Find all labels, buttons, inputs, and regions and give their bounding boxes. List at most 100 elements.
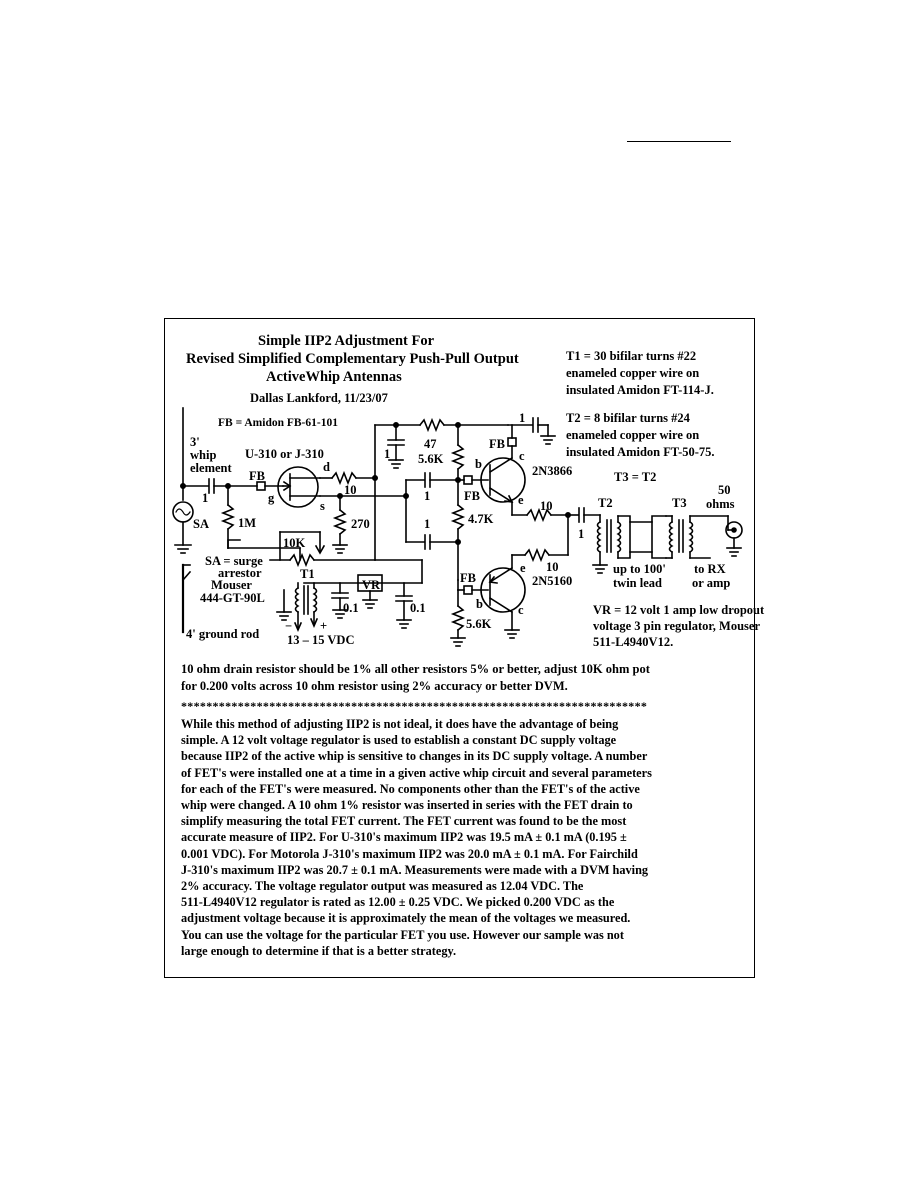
adjustment-note: 10 ohm drain resistor should be 1% all o… [181,661,741,695]
rx-label-1: to RX [694,562,726,576]
c-top-left-label: 1 [384,447,391,461]
note-line: 10 ohm drain resistor should be 1% all o… [181,662,650,676]
author-line: Dallas Lankford, 11/23/07 [250,391,388,405]
fb-spec: FB = Amidon FB-61-101 [218,417,338,429]
paragraph-line: J-310's maximum IIP2 was 20.7 ± 0.1 mA. … [181,862,649,877]
c-mid-top-label: 1 [424,489,431,503]
paragraph-line: large enough to determine if that is a b… [181,943,457,958]
t2-transformer [596,514,622,566]
rx-label-2: or amp [692,576,731,590]
fb-base-q2-label: FB [460,571,476,585]
title-line-3: ActiveWhip Antennas [266,369,402,385]
title-line-2: Revised Simplified Complementary Push-Pu… [186,351,519,367]
ground-rod-label: 4' ground rod [186,627,260,641]
source-label: s [320,499,325,513]
t1-spec-3: insulated Amidon FT-114-J. [566,383,714,397]
paragraph-line: While this method of adjusting IIP2 is n… [181,717,619,731]
q2-part-label: 2N5160 [532,574,573,588]
paragraph-line: You can use the voltage for the particul… [181,927,624,942]
paragraph-line: simple. A 12 volt voltage regulator is u… [181,733,617,748]
plus-sign: + [320,619,328,633]
vr-spec-2: voltage 3 pin regulator, Mouser [593,619,761,633]
r47-label: 47 [424,437,437,451]
paragraph-line: whip were changed. A 10 ohm 1% resistor … [181,798,633,813]
q1-transistor [480,457,526,503]
t3-transformer [665,515,729,559]
paragraph-line: because IIP2 of the active whip is sensi… [181,749,648,764]
t2-spec-2: enameled copper wire on [566,428,700,442]
sa-desc-3: Mouser [211,578,252,592]
ohms50-label-1: 50 [718,483,731,497]
vr-spec-1: VR = 12 volt 1 amp low dropout [593,603,765,617]
fb-gate-label: FB [249,469,265,483]
c-mid-bottom-label: 1 [424,517,431,531]
t1-spec-1: T1 = 30 bifilar turns #22 [566,349,697,363]
separator-stars: ****************************************… [181,699,648,713]
paragraph-line: 0.001 VDC). For Motorola J-310's maximum… [181,846,638,861]
paragraph-line: 2% accuracy. The voltage regulator outpu… [181,879,584,894]
t2-spec-3: insulated Amidon FT-50-75. [566,445,715,459]
whip-label-1: 3' [190,435,200,449]
c01-right-label: 0.1 [410,601,426,615]
drain-resistor-label: 10 [344,483,357,497]
t3-spec: T3 = T2 [614,470,657,484]
paragraph-line: for each of the FET's were measured. No … [181,781,640,796]
r10-q1-label: 10 [540,499,553,513]
r56k-top-label: 5.6K [418,452,444,466]
note-line: for 0.200 volts across 10 ohm resistor u… [181,679,568,693]
t1-label: T1 [300,567,315,581]
paragraph-line: simplify measuring the total FET current… [181,814,627,829]
q1-part-label: 2N3866 [532,464,573,478]
c-input-label: 1 [202,491,209,505]
title-line-1: Simple IIP2 Adjustment For [258,333,435,349]
q2-base-label: b [476,597,483,611]
fet-symbol [277,466,319,508]
whip-label-2: whip [190,448,217,462]
q1-base-label: b [475,457,482,471]
q2-emitter-label: e [520,561,526,575]
t1-spec-2: enameled copper wire on [566,366,700,380]
q1-collector-label: c [519,449,525,463]
c-output-label: 1 [578,527,585,541]
vr-spec-3: 511-L4940V12. [593,635,674,649]
r1m-label: 1M [238,516,257,530]
fb-collector-label: FB [489,437,505,451]
c01-left-label: 0.1 [343,601,359,615]
description-paragraph: While this method of adjusting IIP2 is n… [181,716,741,959]
twin-lead-label-2: twin lead [613,576,662,590]
figure-frame [164,318,755,978]
c-collector-label: 1 [519,411,526,425]
q2-transistor [480,567,526,613]
r10-q2-label: 10 [546,560,559,574]
t2-spec-1: T2 = 8 bifilar turns #24 [566,411,690,425]
vdc-label: 13 – 15 VDC [287,633,355,647]
fet-label: U-310 or J-310 [245,447,324,461]
twin-lead-label-1: up to 100' [613,562,666,576]
t3-label: T3 [672,496,687,510]
gate-label: g [268,491,275,505]
r270-label: 270 [351,517,370,531]
sa-desc-2: arrestor [218,566,262,580]
r56k-bottom-label: 5.6K [466,617,492,631]
q1-emitter-label: e [518,493,524,507]
r10k-label: 10K [283,536,306,550]
fb-base-q1-label: FB [464,489,480,503]
minus-sign: − [285,619,293,633]
paragraph-line: adjustment voltage because it is approxi… [181,911,631,926]
sa-label: SA [193,517,209,531]
t2-label: T2 [598,496,613,510]
vr-label: VR [362,578,381,592]
ground-symbol-sa [174,544,192,554]
drain-label: d [323,460,330,474]
q2-collector-label: c [518,603,524,617]
ohms50-label-2: ohms [706,497,735,511]
sa-desc-4: 444-GT-90L [200,591,265,605]
paragraph-line: of FET's were installed one at a time in… [181,765,652,780]
whip-label-3: element [190,461,232,475]
sa-desc-1: SA = surge [205,554,263,568]
r47k-label: 4.7K [468,512,494,526]
paragraph-line: 511-L4940V12 regulator is rated as 12.00… [181,895,615,910]
paragraph-line: accurate measure of IIP2. For U-310's ma… [181,830,627,845]
t1-transformer [293,582,319,633]
